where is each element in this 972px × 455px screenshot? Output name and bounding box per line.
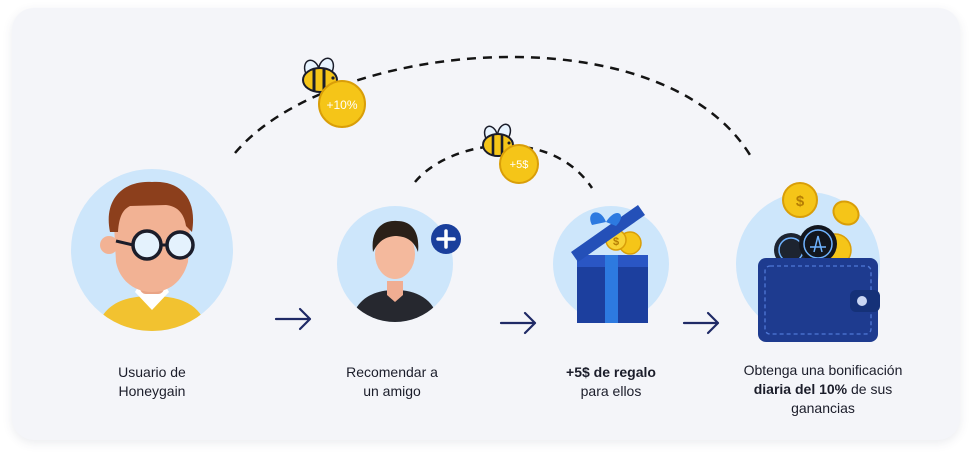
step-bonus-line3: ganancias (791, 400, 855, 416)
coin-icon (832, 200, 860, 226)
arrow-right-icon (682, 311, 720, 335)
step-recommend-line2: un amigo (363, 383, 421, 399)
gift-coin-label: +5$ (510, 159, 529, 171)
gift-box-icon: $ (553, 205, 669, 323)
coin-icon (782, 182, 818, 218)
step-label-recommend: Recomendar a un amigo (292, 363, 492, 401)
step-user-line1: Usuario de (118, 364, 186, 380)
step-bonus-line2-rest: de sus (847, 381, 893, 397)
bee-icon (482, 123, 514, 157)
step-bonus-line2-bold: diaria del 10% (753, 381, 848, 397)
wallet-icon: $ (736, 182, 880, 342)
arrow-right-icon (274, 307, 312, 331)
step-label-bonus: Obtenga una bonificación diaria del 10% … (723, 361, 923, 418)
svg-text:$: $ (796, 193, 805, 210)
gift-coin-icon (499, 144, 539, 184)
svg-text:$: $ (613, 236, 619, 248)
step-bonus-line1: Obtenga una bonificación (743, 362, 903, 378)
arrow-right-icon (499, 311, 537, 335)
step-label-user: Usuario de Honeygain (52, 363, 252, 401)
step-gift-line2: para ellos (580, 383, 642, 399)
step-gift-line1: +5$ de regalo (566, 364, 656, 380)
step-recommend-line1: Recomendar a (346, 364, 438, 380)
bonus-coin-label: +10% (326, 98, 357, 112)
big-dashed-arc (234, 55, 752, 156)
honeygain-user-avatar (71, 169, 233, 331)
friend-avatar (337, 206, 461, 322)
step-user-line2: Honeygain (118, 383, 186, 399)
step-label-gift: +5$ de regalo para ellos (511, 363, 711, 401)
bonus-coin-icon (318, 80, 366, 128)
